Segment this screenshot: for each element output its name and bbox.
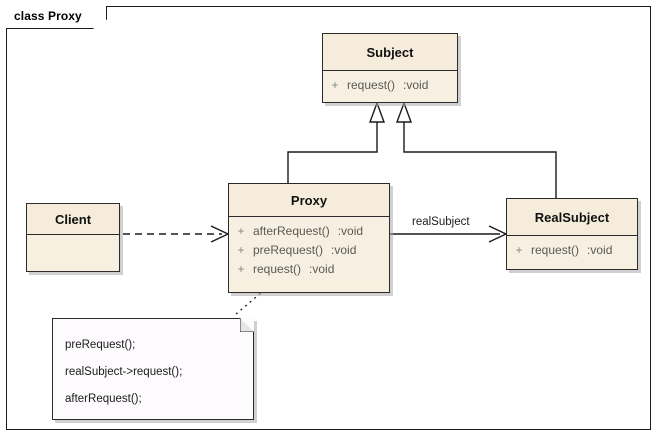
member-visibility: + xyxy=(237,262,245,276)
member-name: request() xyxy=(531,243,580,257)
member-row: + preRequest() :void xyxy=(229,241,389,260)
class-members-proxy: + afterRequest() :void + preRequest() :v… xyxy=(229,217,389,279)
note-line: afterRequest(); xyxy=(65,393,142,405)
member-row: + afterRequest() :void xyxy=(229,222,389,241)
note-line: preRequest(); xyxy=(65,339,136,351)
frame-label-text: class Proxy xyxy=(14,9,82,23)
class-members-subject: + request() :void xyxy=(323,71,457,95)
class-title-subject: Subject xyxy=(323,34,457,70)
class-title-proxy: Proxy xyxy=(229,184,389,216)
member-name: request() xyxy=(347,78,396,92)
class-title-realsubject: RealSubject xyxy=(507,199,637,235)
class-separator xyxy=(507,235,637,236)
member-visibility: + xyxy=(515,243,523,257)
member-type: :void xyxy=(309,262,335,276)
class-separator xyxy=(323,70,457,71)
class-box-proxy[interactable]: Proxy + afterRequest() :void + preReques… xyxy=(228,183,390,293)
class-separator xyxy=(229,216,389,217)
member-row: + request() :void xyxy=(507,241,637,260)
note-box[interactable]: preRequest(); realSubject->request(); af… xyxy=(52,318,254,420)
class-title-client: Client xyxy=(27,204,119,234)
edge-label-realsubject: realSubject xyxy=(412,216,470,228)
class-box-realsubject[interactable]: RealSubject + request() :void xyxy=(506,198,638,270)
member-visibility: + xyxy=(237,243,245,257)
member-type: :void xyxy=(331,243,357,257)
class-box-subject[interactable]: Subject + request() :void xyxy=(322,33,458,103)
member-visibility: + xyxy=(331,78,339,92)
member-row: + request() :void xyxy=(229,260,389,279)
note-shape xyxy=(52,318,254,420)
class-box-client[interactable]: Client xyxy=(26,203,120,272)
member-type: :void xyxy=(337,224,364,238)
member-type: :void xyxy=(403,78,429,92)
member-name: preRequest() xyxy=(253,243,324,257)
member-name: request() xyxy=(253,262,302,276)
class-members-realsubject: + request() :void xyxy=(507,236,637,260)
class-separator xyxy=(27,234,119,235)
note-line: realSubject->request(); xyxy=(65,366,183,378)
member-row: + request() :void xyxy=(323,76,457,95)
member-visibility: + xyxy=(237,224,245,238)
class-members-client xyxy=(27,235,119,240)
frame-label-tab xyxy=(6,6,107,29)
member-name: afterRequest() xyxy=(253,224,330,238)
note-fold-corner xyxy=(240,318,254,332)
member-type: :void xyxy=(587,243,613,257)
